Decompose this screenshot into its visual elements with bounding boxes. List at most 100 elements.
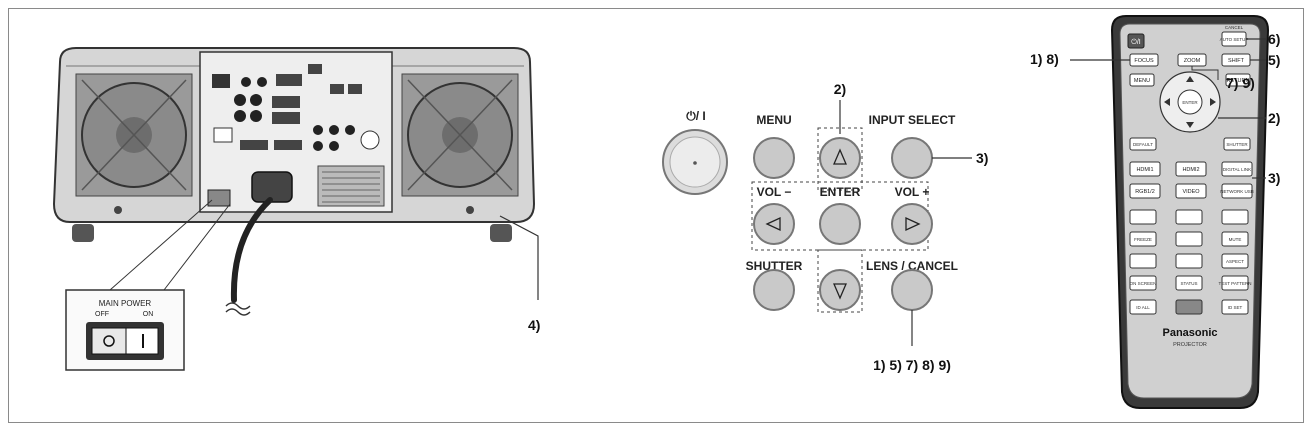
remote-menu-button[interactable] [1129,73,1155,87]
svg-text:ON SCREEN: ON SCREEN [1130,281,1157,286]
remote-down-arrow-icon [1186,122,1194,128]
power-button-label: ⏻/ I [686,109,706,123]
switch-off-label: OFF [95,311,109,318]
callout-input-select: 3) [976,150,988,166]
remote-mute-button[interactable] [1221,231,1249,247]
up-button[interactable] [819,137,861,179]
svg-text:ID SET: ID SET [1228,305,1243,310]
lens-cancel-label: LENS / CANCEL [866,259,958,273]
remote-power-icon: ⏻/I [1131,38,1140,46]
remote-brand: Panasonic [1162,327,1217,339]
right-arrow-icon [905,216,921,232]
remote-default-button[interactable] [1129,137,1157,151]
shutter-button[interactable] [753,269,795,311]
remote-digital-link-button[interactable] [1221,161,1253,177]
callout-remote-shift: 5) [1268,52,1280,68]
callout-remote-arrows: 2) [1268,110,1280,126]
remote-left-arrow-icon [1164,98,1170,106]
remote-key-1[interactable] [1129,209,1157,225]
remote-rgb-button[interactable] [1129,183,1161,199]
menu-button[interactable] [753,137,795,179]
switch-on-label: ON [143,311,154,318]
zoom-line-2 [163,203,231,291]
remote-cancel-label: CANCEL [1225,25,1244,30]
up-arrow-icon [833,148,847,165]
remote-key-7[interactable] [1129,253,1157,269]
callout-remote-inputs: 3) [1268,170,1280,186]
remote-key-3[interactable] [1221,209,1249,225]
remote-on-screen-button[interactable] [1129,275,1157,291]
remote-video-button[interactable] [1175,183,1207,199]
remote-test-pattern-button[interactable] [1221,275,1249,291]
svg-text:STATUS: STATUS [1180,281,1197,286]
shutter-label: SHUTTER [746,259,803,273]
remote-key-5[interactable] [1175,231,1203,247]
enter-button[interactable] [819,203,861,245]
svg-text:FOCUS: FOCUS [1134,58,1154,64]
remote-id-all-button[interactable] [1129,299,1157,315]
remote-key-2[interactable] [1175,209,1203,225]
svg-text:NETWORK USB: NETWORK USB [1220,189,1254,194]
dashed-group-up [817,127,863,191]
remote-enter-button[interactable] [1177,89,1203,115]
main-power-label: MAIN POWER [99,299,152,308]
vol-plus-button[interactable] [891,203,933,245]
remote-subbrand: PROJECTOR [1173,342,1207,348]
callout-remote-auto: 6) [1268,31,1280,47]
dashed-group-down [817,249,863,313]
remote-power-button[interactable] [1127,33,1145,49]
svg-text:RETURN: RETURN [1227,78,1250,84]
input-select-label: INPUT SELECT [869,113,956,127]
svg-text:DEFAULT: DEFAULT [1133,142,1153,147]
svg-text:ZOOM: ZOOM [1184,58,1201,64]
callout-remote-lens: 7) 9) [1226,75,1255,91]
svg-text:SHIFT: SHIFT [1228,58,1245,64]
callout-line-leg [499,215,539,300]
vol-minus-label: VOL − [757,185,792,199]
projector-rear-view [52,47,539,316]
remote-id-key[interactable] [1175,299,1203,315]
menu-label: MENU [756,113,791,127]
projector-foot-left [72,224,94,242]
vol-minus-button[interactable] [753,203,795,245]
lens-cancel-button[interactable] [891,269,933,311]
svg-text:ASPECT: ASPECT [1226,259,1244,264]
callout-remote-focus: 1) 8) [1030,51,1059,67]
callout-up-button: 2) [834,81,846,97]
remote-aspect-button[interactable] [1221,253,1249,269]
svg-text:ENTER: ENTER [1182,100,1198,105]
figure-frame [8,8,1304,423]
vol-plus-label: VOL + [895,185,930,199]
remote-key-8[interactable] [1175,253,1203,269]
input-select-button[interactable] [891,137,933,179]
svg-text:FREEZE: FREEZE [1134,237,1152,242]
remote-hdmi2-button[interactable] [1175,161,1207,177]
svg-text:SHUTTER: SHUTTER [1226,142,1248,147]
fan-grille-left [75,73,193,197]
remote-network-button[interactable] [1221,183,1253,199]
fan-grille-right [401,73,519,197]
projector-main-switch [207,189,231,207]
svg-text:MUTE: MUTE [1229,237,1242,242]
remote-status-button[interactable] [1175,275,1203,291]
down-button[interactable] [819,269,861,311]
svg-text:DIGITAL LINK: DIGITAL LINK [1223,167,1251,172]
svg-text:AUTO SETUP: AUTO SETUP [1220,37,1249,42]
svg-text:HDMI2: HDMI2 [1182,167,1199,173]
callout-adjustable-leg: 4) [528,317,540,333]
svg-text:VIDEO: VIDEO [1182,189,1200,195]
callout-lens-cancel: 1) 5) 7) 8) 9) [873,357,951,373]
control-panel: ⏻/ I MENU INPUT SELECT VOL − ENTER VOL +… [662,81,988,373]
remote-shutter-button[interactable] [1223,137,1251,151]
main-power-inset: MAIN POWER OFF ON [65,289,185,371]
remote-control: ⏻/I CANCEL AUTO SETUP FOCUS ZOOM SHIFT M… [1030,15,1280,409]
off-symbol-icon [103,335,115,347]
remote-hdmi1-button[interactable] [1129,161,1161,177]
remote-up-arrow-icon [1186,76,1194,82]
remote-freeze-button[interactable] [1129,231,1157,247]
remote-right-arrow-icon [1210,98,1216,106]
remote-id-set-button[interactable] [1221,299,1249,315]
remote-return-button[interactable] [1225,73,1251,87]
svg-text:RGB1/2: RGB1/2 [1135,189,1155,195]
